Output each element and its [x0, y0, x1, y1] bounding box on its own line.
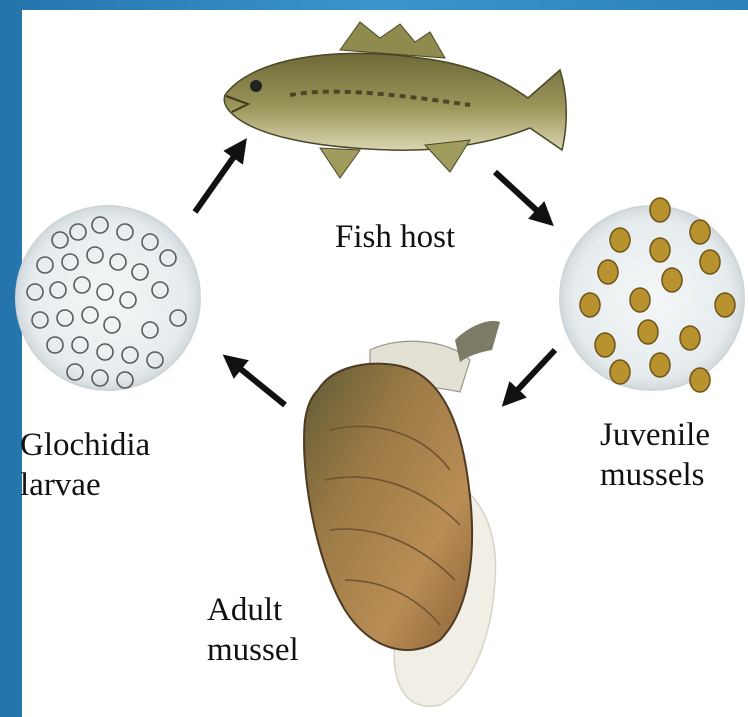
adult-mussel-photo	[304, 321, 500, 706]
label-fish-host: Fish host	[335, 217, 455, 257]
label-juvenile-mussels: Juvenile mussels	[600, 415, 710, 495]
label-adult-mussel: Adult mussel	[207, 590, 299, 670]
fish-illustration	[224, 22, 566, 178]
cycle-arrow	[195, 148, 240, 212]
cycle-arrow	[510, 350, 555, 398]
cycle-arrow	[495, 172, 545, 218]
label-glochidia-larvae: Glochidia larvae	[20, 425, 150, 505]
cycle-arrow	[232, 362, 285, 405]
juvenile-mussels-microscope-circle	[560, 198, 744, 392]
glochidia-microscope-circle	[16, 206, 200, 390]
